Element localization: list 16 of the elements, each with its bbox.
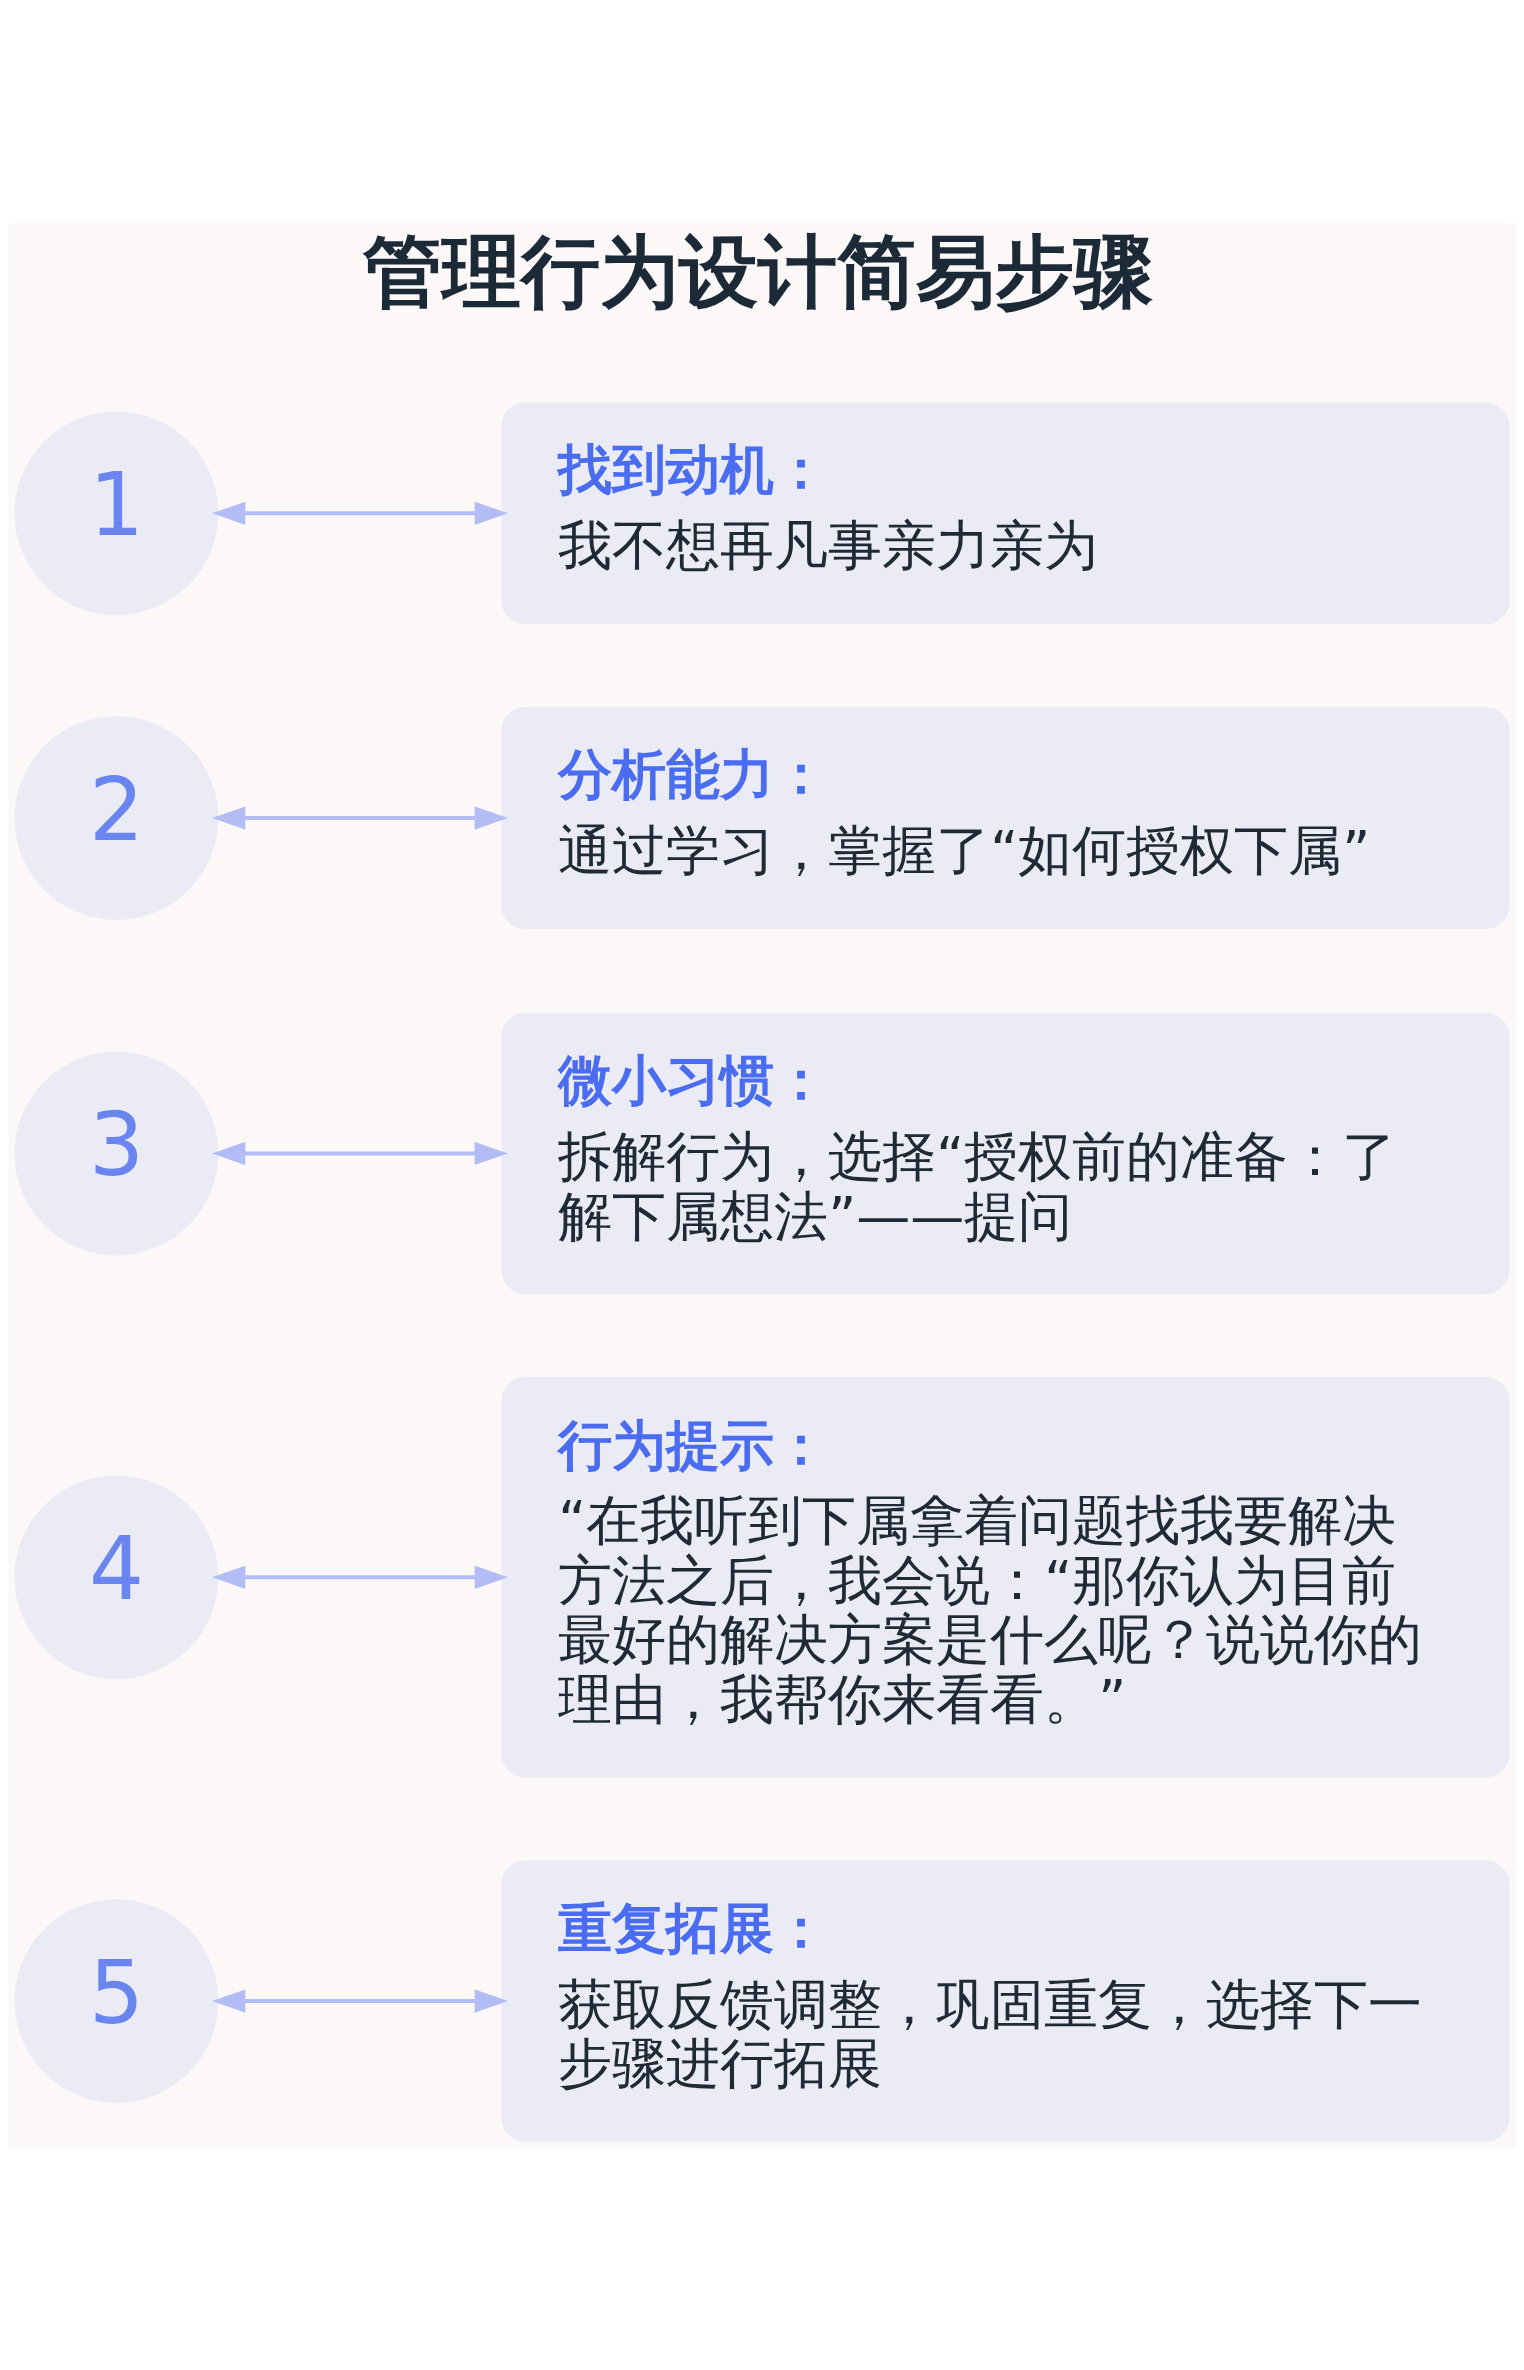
diagram-title: 管理行为设计简易步骤 xyxy=(362,224,1153,318)
node-box: 重复拓展： 获取反馈调整，巩固重复，选择下一步骤进行拓展 xyxy=(501,1859,1510,2142)
node-circle: 3 xyxy=(14,1051,219,1255)
node-circle: 4 xyxy=(14,1474,219,1679)
arrow xyxy=(212,1565,508,1589)
node-circle: 1 xyxy=(14,410,219,615)
node-circle: 2 xyxy=(14,715,219,920)
arrow xyxy=(212,1988,508,2013)
arrow xyxy=(212,1141,508,1165)
node-box: 行为提示： “在我听到下属拿着问题找我要解决方法之后，我会说：“那你认为目前最好的解决方案是什么呢？说说你的理由，我帮你来看看。” xyxy=(501,1376,1510,1777)
arrow xyxy=(212,805,508,830)
node-box: 分析能力： 通过学习，掌握了“如何授权下属” xyxy=(501,706,1510,929)
node-box: 微小习惯： 拆解行为，选择“授权前的准备：了解下属想法”——提问 xyxy=(501,1012,1510,1294)
arrow xyxy=(212,501,508,525)
node-box: 找到动机： 我不想再凡事亲力亲为 xyxy=(501,401,1510,624)
node-circle: 5 xyxy=(14,1898,219,2103)
